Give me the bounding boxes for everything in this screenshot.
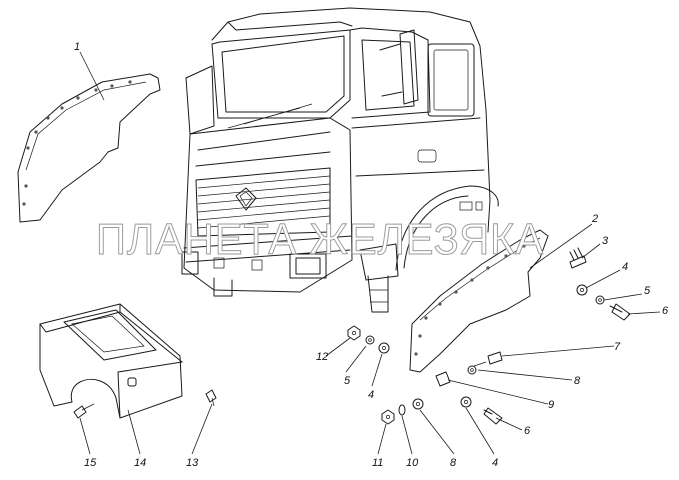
washer-4-lower: [460, 396, 472, 408]
callout-8-mid: 8: [574, 375, 581, 387]
leader-lines: [79, 51, 661, 455]
bolt-6-lower: [483, 407, 503, 425]
callout-4-right: 4: [622, 261, 628, 273]
callout-2: 2: [591, 213, 598, 225]
callout-7: 7: [614, 341, 621, 353]
callout-9: 9: [548, 399, 554, 411]
bolt-6-upper: [609, 303, 631, 321]
bolt-3: [569, 247, 587, 269]
watermark-text: ПЛАНЕТА ЖЕЛЕЗЯКА: [96, 215, 544, 264]
bolt-15: [73, 403, 95, 419]
callout-6-lower: 6: [524, 425, 531, 437]
callout-3: 3: [602, 235, 609, 247]
callout-14: 14: [134, 457, 146, 469]
washer-8-lower: [412, 398, 424, 410]
nut-12: [347, 325, 361, 341]
washer-4-right: [576, 284, 588, 296]
nut-11: [381, 409, 395, 425]
callout-1: 1: [74, 41, 80, 53]
washer-5-left: [365, 335, 375, 345]
washer-10: [398, 404, 406, 416]
callout-4-left: 4: [368, 389, 374, 401]
callout-5-left: 5: [344, 375, 351, 387]
fasteners: [73, 247, 631, 425]
callout-10: 10: [406, 457, 419, 469]
part-2-mudguard-panel: [409, 229, 549, 373]
callout-5-right: 5: [644, 285, 651, 297]
callout-13: 13: [186, 457, 199, 469]
part-14-bracket-housing: [39, 303, 183, 419]
callout-15: 15: [84, 457, 97, 469]
washer-5-right: [595, 295, 605, 305]
clip-9: [435, 371, 451, 387]
callout-6-upper: 6: [662, 305, 669, 317]
callout-labels: 1 2 3 4 5 6 7 8 9 6 4 8 10 11 12 5 4 13 …: [74, 41, 669, 469]
bolt-7: [473, 351, 503, 367]
callout-11: 11: [372, 457, 383, 469]
callout-4-lower: 4: [492, 457, 498, 469]
callout-8-lower: 8: [450, 457, 457, 469]
part-1-mudguard-panel: [17, 73, 161, 223]
callout-12: 12: [316, 351, 328, 363]
washer-4-left: [378, 342, 390, 354]
washer-8-mid: [467, 365, 477, 375]
truck-cab: [181, 7, 499, 313]
pin-13: [205, 389, 217, 407]
